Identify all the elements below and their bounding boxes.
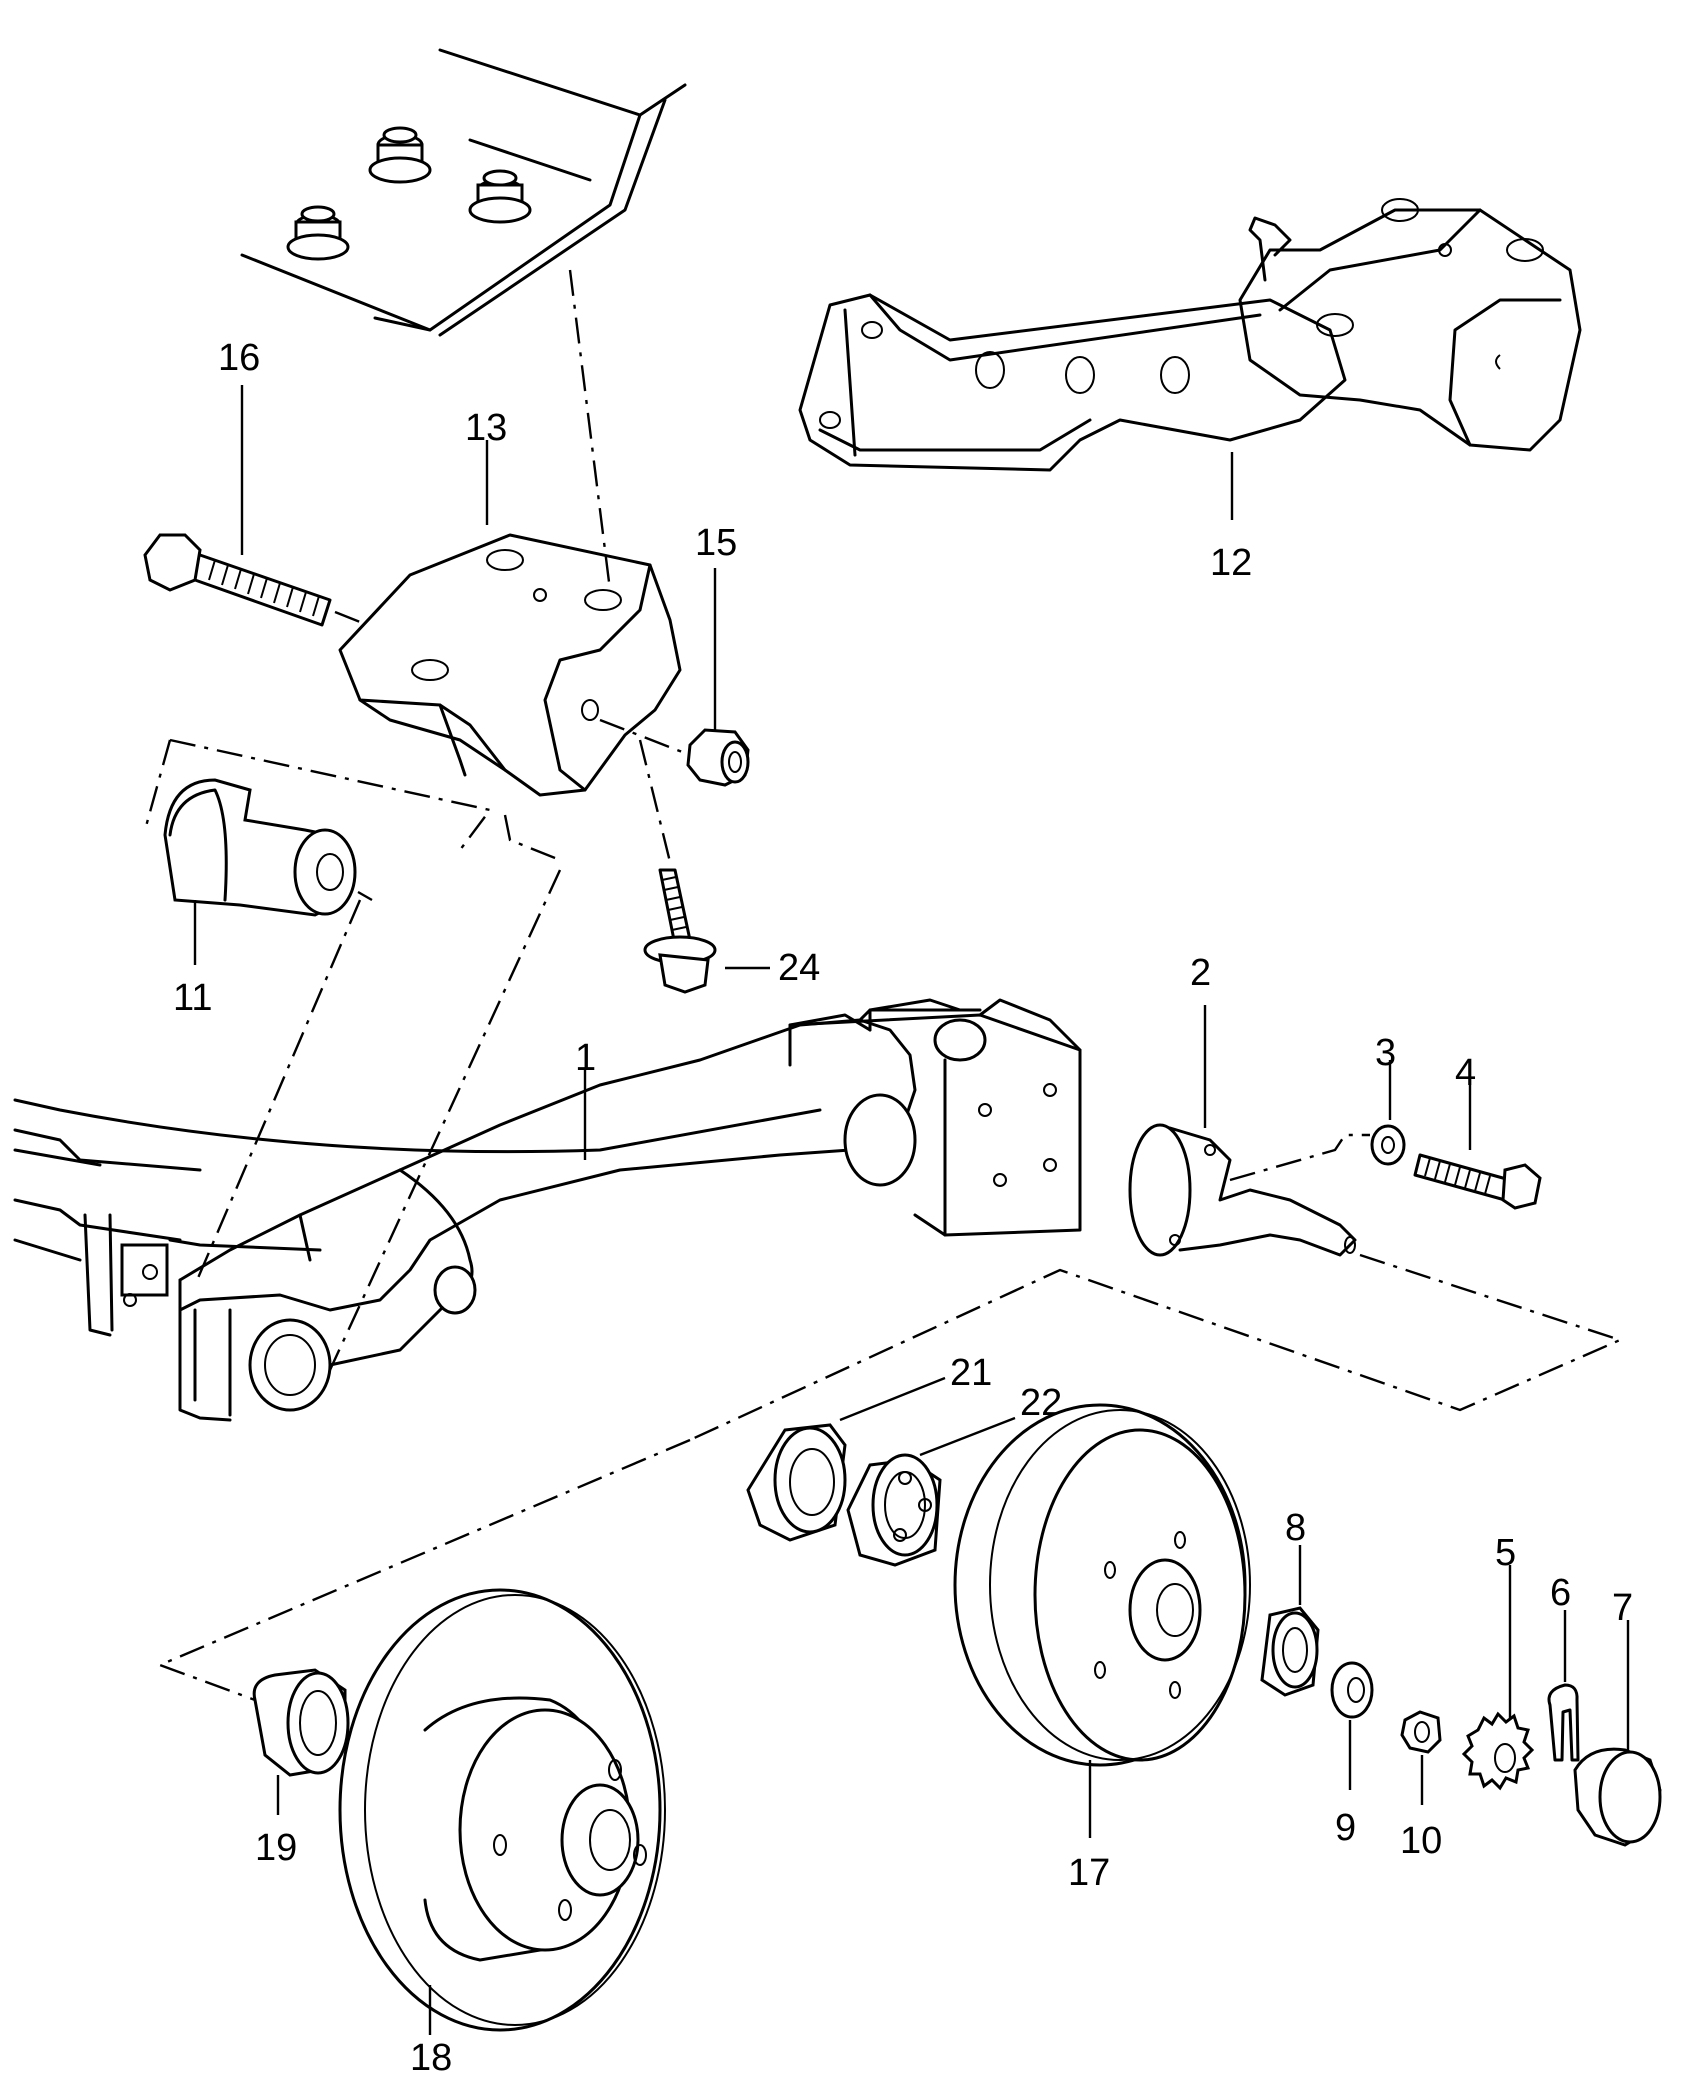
part-13-mounting-bracket [338,533,682,797]
callout-11: 11 [173,977,212,1019]
part-3-washer [1370,1124,1406,1166]
callout-5: 5 [1495,1532,1516,1574]
callout-18: 18 [410,2037,452,2073]
part-11-bushing [163,778,373,917]
stud [286,205,350,261]
stud [468,169,532,224]
part-4-bolt [1413,1153,1542,1210]
part-12-bracket-assembly [798,198,1582,472]
part-8-outer-bearing [1260,1606,1320,1697]
callout-2: 2 [1190,952,1211,994]
part-24-bolt [643,868,717,994]
part-10-axle-nut [1400,1710,1442,1754]
callout-8: 8 [1285,1507,1306,1549]
stud [368,126,432,184]
callout-15: 15 [695,522,737,564]
part-2-stub-axle [1128,1123,1357,1257]
callout-13: 13 [465,407,507,449]
callout-3: 3 [1375,1032,1396,1074]
callout-17: 17 [1068,1852,1110,1894]
callout-24: 24 [778,947,820,989]
callout-19: 19 [255,1827,297,1869]
part-5-locking-ring [1461,1711,1535,1791]
part-16-long-bolt [143,533,361,627]
callout-21: 21 [950,1352,992,1394]
callout-7: 7 [1612,1587,1633,1629]
callout-16: 16 [218,337,260,379]
part-9-thrust-washer [1330,1661,1374,1719]
part-6-split-pin [1547,1683,1580,1762]
part-1-axle-beam [13,998,1082,1422]
callout-6: 6 [1550,1572,1571,1614]
part-21-seal [746,1423,847,1542]
floor-panel [240,48,687,337]
callout-1: 1 [575,1037,596,1079]
part-19-cap [252,1668,350,1777]
callout-9: 9 [1335,1807,1356,1849]
part-17-brake-drum [953,1403,1251,1767]
part-22-inner-bearing [846,1453,942,1567]
part-15-nut [686,728,750,787]
callout-10: 10 [1400,1820,1442,1862]
callout-12: 12 [1210,542,1252,584]
callout-4: 4 [1455,1052,1476,1094]
part-7-grease-cap [1573,1747,1662,1847]
part-18-brake-disc [338,1588,666,2032]
